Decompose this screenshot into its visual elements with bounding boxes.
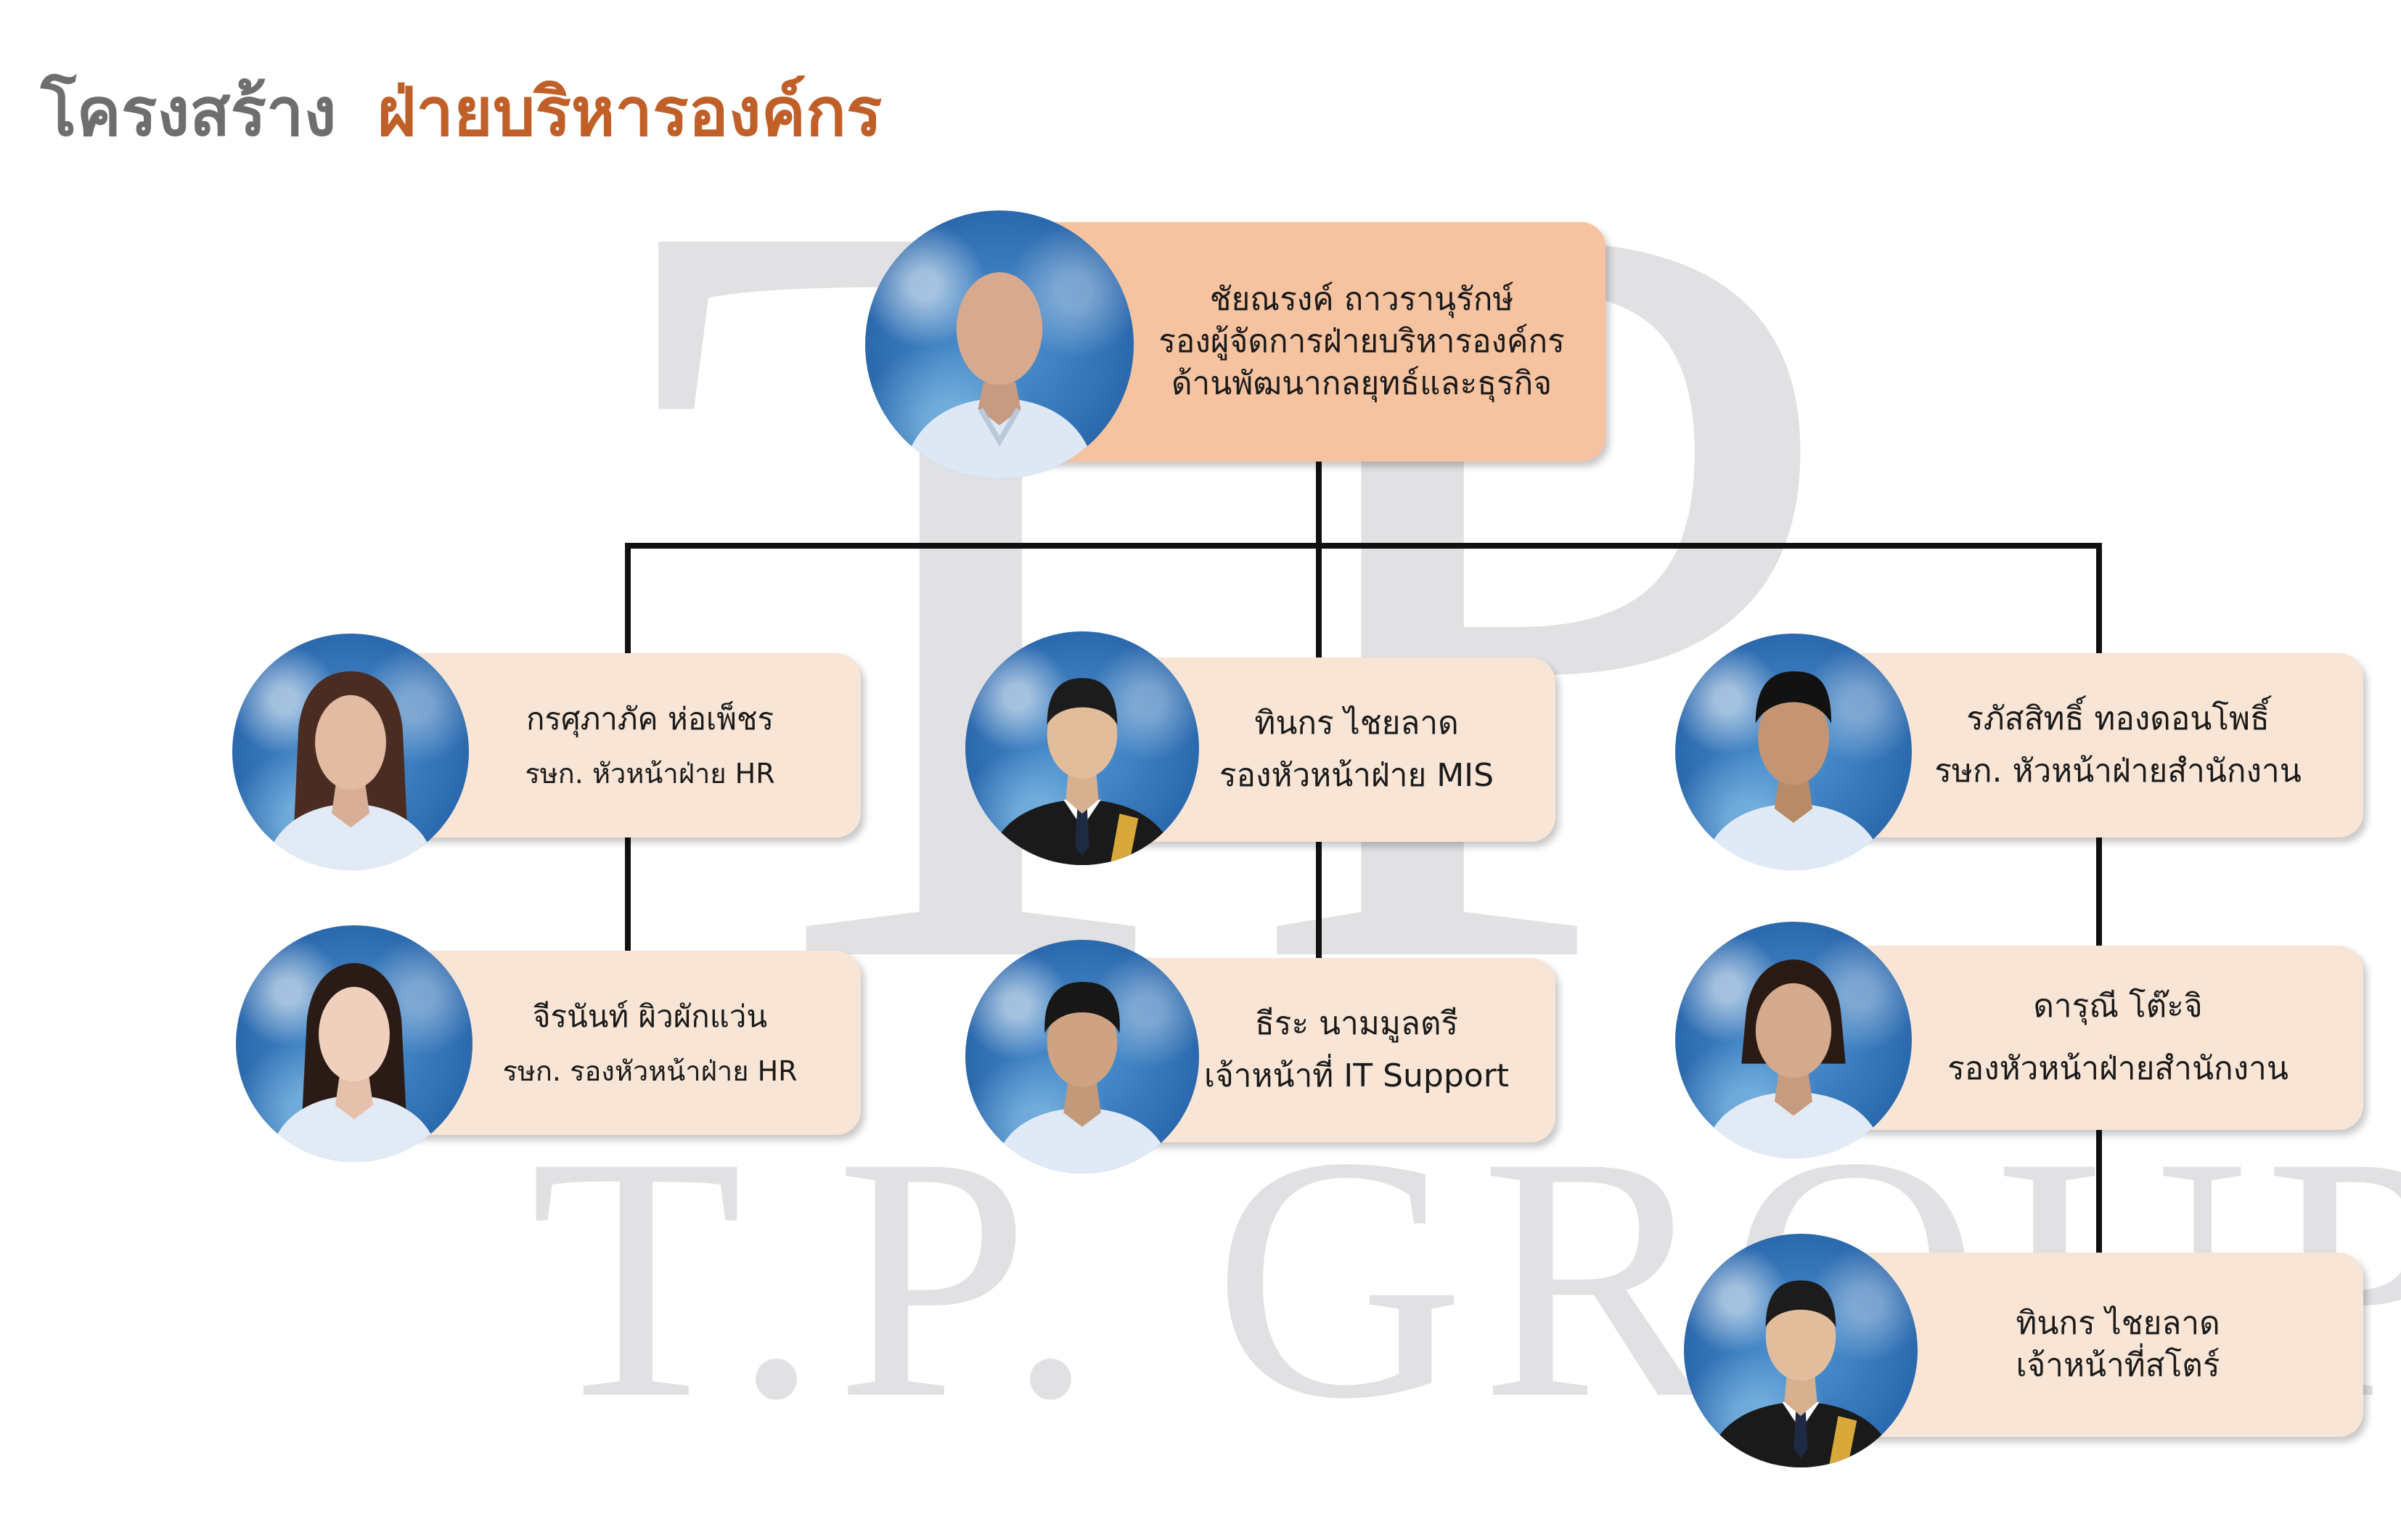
office-head-title: รษก. หัวหน้าฝ่ายสำนักงาน — [1934, 753, 2302, 790]
office-deputy-name: ดารุณี โต๊ะจิ — [2033, 987, 2203, 1025]
person-photo — [1675, 922, 1912, 1158]
person-photo — [1675, 634, 1912, 870]
mis-deputy-name: ทินกร ไชยลาด — [1254, 704, 1459, 742]
mis-deputy-title: รองหัวหน้าฝ่าย MIS — [1219, 757, 1494, 794]
it-support-title: เจ้าหน้าที่ IT Support — [1203, 1057, 1510, 1094]
hr-head-name: กรศุภาภัค ห่อเพ็ชร — [525, 701, 774, 737]
office-deputy-title: รองหัวหน้าฝ่ายสำนักงาน — [1947, 1050, 2288, 1087]
head-name: ชัยณรงค์ ถาวรานุรักษ์ — [1209, 280, 1514, 318]
person-photo — [865, 210, 1134, 479]
hr-head-title: รษก. หัวหน้าฝ่าย HR — [525, 757, 775, 790]
org-card-store: ทินกร ไชยลาด เจ้าหน้าที่สโตร์ — [1829, 1253, 2363, 1437]
store-name: ทินกร ไชยลาด — [2016, 1304, 2220, 1342]
it-support-name: ธีระ นามมูลตรี — [1254, 1004, 1459, 1042]
title-department: ฝ่ายบริหารองค์กร — [377, 73, 883, 151]
page-title: โครงสร้าง ฝ่ายบริหารองค์กร — [41, 58, 882, 165]
org-card-office-head: รภัสสิทธิ์ ทองดอนโพธิ์ รษก. หัวหน้าฝ่ายส… — [1829, 653, 2363, 837]
person-photo — [236, 925, 473, 1162]
head-title-line2: ด้านพัฒนากลยุทธ์และธุรกิจ — [1171, 365, 1552, 403]
head-title: รองผู้จัดการฝ่ายบริหารองค์กร — [1158, 322, 1565, 360]
person-photo — [232, 634, 469, 870]
hr-deputy-name: จีรนันท์ ผิวผักแว่น — [532, 999, 768, 1035]
office-head-name: รภัสสิทธิ์ ทองดอนโพธิ์ — [1966, 700, 2270, 737]
org-card-office-deputy: ดารุณี โต๊ะจิ รองหัวหน้าฝ่ายสำนักงาน — [1829, 946, 2363, 1130]
hr-deputy-title: รษก. รองหัวหน้าฝ่าย HR — [502, 1054, 798, 1087]
person-photo — [1684, 1234, 1918, 1467]
title-structure: โครงสร้าง — [41, 73, 337, 151]
store-title: เจ้าหน้าที่สโตร์ — [2016, 1347, 2220, 1384]
person-photo — [965, 940, 1199, 1174]
person-photo — [965, 631, 1199, 865]
